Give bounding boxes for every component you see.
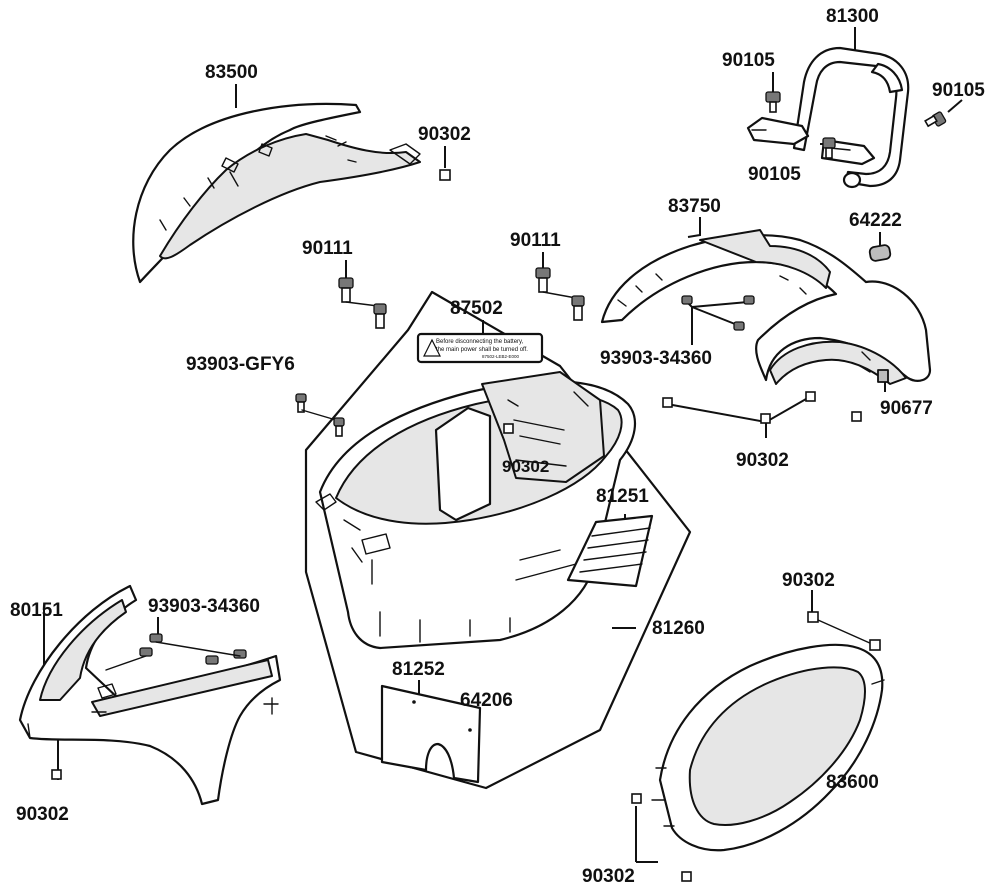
- callout-93903-gfy6: 93903-GFY6: [186, 354, 295, 375]
- part-93903-gfy6-screw: [295, 393, 345, 437]
- part-90111-bolt: [338, 277, 387, 329]
- callout-90302: 90302: [16, 804, 69, 825]
- part-81252-sheet: [380, 684, 482, 784]
- part-90105-bolt: [765, 91, 781, 113]
- callout-93903-34360: 93903-34360: [600, 348, 712, 369]
- part-81251-pad: [566, 514, 654, 588]
- callout-90302: 90302: [782, 570, 835, 591]
- part-83600-side-cover: [651, 643, 885, 852]
- callout-labels: 83500 90302 81300 90105 90105 90105 8375…: [10, 6, 985, 887]
- callout-90105: 90105: [748, 164, 801, 185]
- part-83500-rear-cover: [132, 102, 421, 284]
- callout-90105: 90105: [932, 80, 985, 101]
- callout-90302: 90302: [582, 866, 635, 887]
- callout-83600: 83600: [826, 772, 879, 793]
- part-83750-back-cover: [600, 229, 932, 385]
- part-81260-luggage-box: Before disconnecting the battery, the ma…: [304, 290, 692, 790]
- part-93903-34360-screw: [105, 633, 247, 671]
- part-81300-carrier: [746, 46, 910, 189]
- callout-83750: 83750: [668, 196, 721, 217]
- callout-64222: 64222: [849, 210, 902, 231]
- callout-90302: 90302: [418, 124, 471, 145]
- warning-label: Before disconnecting the battery, the ma…: [416, 332, 544, 364]
- part-90105-bolt: [924, 111, 947, 128]
- warning-label-code: 87502-LEB2-E000: [482, 354, 520, 359]
- callout-81251: 81251: [596, 486, 649, 507]
- callout-81260: 81260: [652, 618, 705, 639]
- callout-87502: 87502: [450, 298, 503, 319]
- warning-label-line1: Before disconnecting the battery,: [436, 339, 524, 345]
- part-90302-clip: [662, 391, 862, 424]
- callout-93903-34360: 93903-34360: [148, 596, 260, 617]
- part-90302-clip: [807, 611, 881, 651]
- callout-90302: 90302: [736, 450, 789, 471]
- callout-64206: 64206: [460, 690, 513, 711]
- callout-83500: 83500: [205, 62, 258, 83]
- callout-81252: 81252: [392, 659, 445, 680]
- warning-label-line2: the main power shall be turned off.: [436, 347, 528, 353]
- callout-81300: 81300: [826, 6, 879, 27]
- callout-80151: 80151: [10, 600, 63, 621]
- part-64222-rubber: [868, 244, 892, 262]
- callout-90105: 90105: [722, 50, 775, 71]
- part-90302-clip: [439, 169, 451, 181]
- callout-90111: 90111: [510, 230, 561, 251]
- part-90105-bolt: [822, 137, 836, 159]
- part-90677-clip: [877, 369, 889, 383]
- part-90302-clip: [631, 793, 692, 882]
- part-93903-screw: [681, 295, 755, 331]
- part-80151-side-cover: [18, 584, 282, 806]
- callout-90111: 90111: [302, 238, 353, 259]
- part-90302-clip: [503, 423, 514, 434]
- part-90302-clip: [51, 769, 62, 780]
- callout-90677: 90677: [880, 398, 933, 419]
- part-90111-bolt: [535, 267, 585, 321]
- callout-90302: 90302: [502, 457, 549, 476]
